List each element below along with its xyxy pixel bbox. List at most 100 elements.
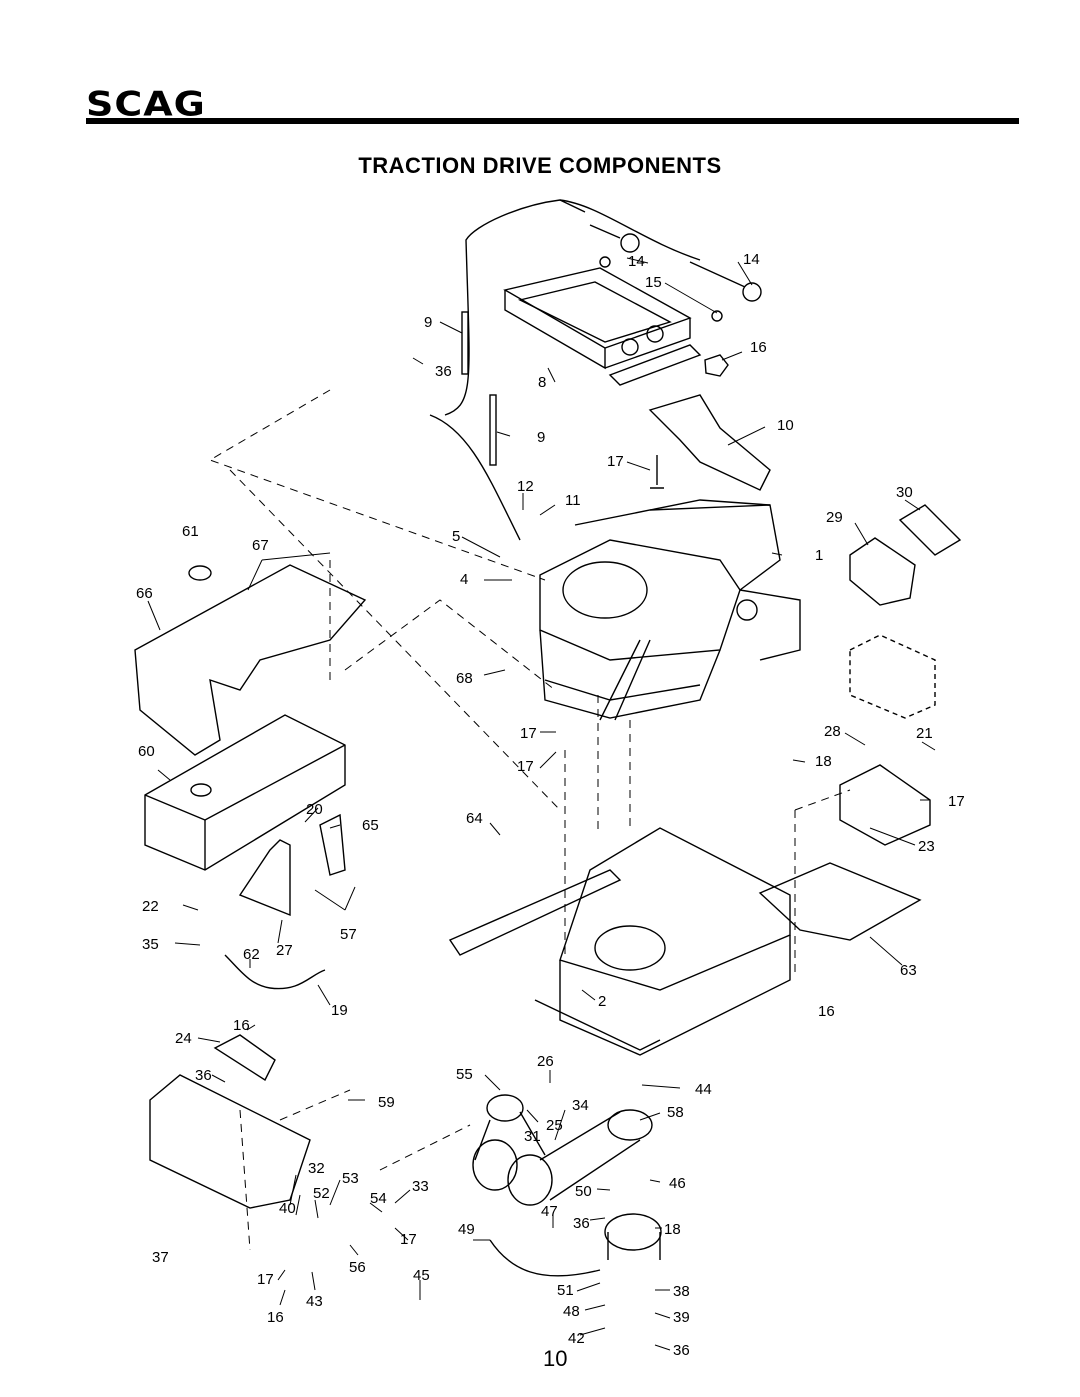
bracket-10 xyxy=(648,394,771,491)
callout-33: 46 xyxy=(669,1175,686,1192)
pulley-44 xyxy=(486,1094,524,1122)
tray-20 xyxy=(839,764,931,846)
callout-21: 21 xyxy=(916,725,933,742)
callout-16c: 16 xyxy=(818,1003,835,1020)
leader-lines xyxy=(147,257,936,1351)
shield-29 xyxy=(849,537,916,606)
belt-upper xyxy=(474,1111,546,1161)
cable-sleeve-9a xyxy=(461,311,469,375)
hydro-pump-part xyxy=(503,267,702,386)
page-title: TRACTION DRIVE COMPONENTS xyxy=(358,153,722,178)
callout-38: 51 xyxy=(557,1282,574,1299)
callout-44: 55 xyxy=(456,1066,473,1083)
callout-66: 66 xyxy=(136,585,153,602)
callout-60: 60 xyxy=(138,743,155,760)
callout-67: 67 xyxy=(252,537,269,554)
page-number: 10 xyxy=(543,1346,568,1371)
control-cable-upper xyxy=(444,199,586,416)
callout-24: 16 xyxy=(233,1017,250,1034)
callout-61: 61 xyxy=(182,523,199,540)
callout-18b: 36 xyxy=(573,1215,590,1232)
callout-36a: 36 xyxy=(435,363,452,380)
plate-19 xyxy=(758,862,922,941)
callout-51: 17 xyxy=(257,1271,274,1288)
callout-25: 59 xyxy=(378,1094,395,1111)
callout-26: 24 xyxy=(175,1030,192,1047)
decal-30 xyxy=(898,504,962,556)
callout-39: 48 xyxy=(563,1303,580,1320)
cable-sleeve-9b xyxy=(489,394,497,466)
callout-27: 62 xyxy=(243,946,260,963)
callout-54: 52 xyxy=(313,1185,330,1202)
callout-46: 53 xyxy=(342,1170,359,1187)
clutch-37 xyxy=(604,1213,662,1251)
belt-58 xyxy=(539,1111,641,1201)
fitting-14a xyxy=(620,233,640,253)
callout-36b: 26 xyxy=(537,1053,554,1070)
clutch-cable-56 xyxy=(489,1239,601,1277)
callout-63: 27 xyxy=(276,942,293,959)
callout-59: 44 xyxy=(695,1081,712,1098)
callout-41: 36 xyxy=(673,1342,690,1359)
callout-30: 30 xyxy=(896,484,913,501)
callout-32: 31 xyxy=(524,1128,541,1145)
callout-29: 29 xyxy=(826,509,843,526)
callout-50: 33 xyxy=(412,1178,429,1195)
callout-52: 40 xyxy=(279,1200,296,1217)
callout-57: 22 xyxy=(142,898,159,915)
callout-18a: 17 xyxy=(517,758,534,775)
callout-17b: 17 xyxy=(520,725,537,742)
callout-64: 65 xyxy=(362,817,379,834)
washer-15b xyxy=(711,310,723,322)
callout-47: 54 xyxy=(370,1190,387,1207)
callout-62: 35 xyxy=(142,936,159,953)
pulley-31 xyxy=(607,1109,653,1141)
callout-42: 39 xyxy=(673,1309,690,1326)
battery-outline xyxy=(849,634,936,719)
callout-8: 8 xyxy=(538,374,546,391)
callout-20: 17 xyxy=(948,793,965,810)
callout-34: 25 xyxy=(546,1117,563,1134)
fuel-tank-part xyxy=(144,714,346,871)
callout-4: 4 xyxy=(460,571,468,588)
callout-31: 58 xyxy=(667,1104,684,1121)
control-cable-lower xyxy=(429,414,521,541)
callout-2: 19 xyxy=(331,1002,348,1019)
callout-40: 50 xyxy=(575,1183,592,1200)
callout-36d: 42 xyxy=(568,1330,585,1347)
callout-53: 32 xyxy=(308,1160,325,1177)
pulley-32b xyxy=(507,1154,553,1206)
pulley-32 xyxy=(472,1139,518,1191)
nut-16-top xyxy=(704,354,729,377)
callout-14a: 14 xyxy=(628,253,645,270)
callout-36c: 47 xyxy=(541,1203,558,1220)
callout-68: 68 xyxy=(456,670,473,687)
callout-15: 15 xyxy=(645,274,662,291)
callout-12: 12 xyxy=(517,478,534,495)
hose-2 xyxy=(224,954,326,990)
callout-56: 49 xyxy=(458,1221,475,1238)
callout-43: 38 xyxy=(673,1283,690,1300)
engine-part xyxy=(539,499,801,721)
callout-labels: 14 14 15 16 9 36 8 9 10 17 12 11 30 29 6… xyxy=(136,251,965,1359)
callout-49: 17 xyxy=(400,1231,417,1248)
fitting-14b xyxy=(742,282,762,302)
callout-55: 36 xyxy=(195,1067,212,1084)
scag-logo: SCAG xyxy=(86,84,206,124)
washer-15a xyxy=(599,256,611,268)
cap-61 xyxy=(188,565,212,581)
callout-17f: 45 xyxy=(413,1267,430,1284)
callout-17e: 37 xyxy=(152,1249,169,1266)
callout-1: 1 xyxy=(815,547,823,564)
chassis-frame xyxy=(448,827,791,1056)
bracket-64 xyxy=(319,813,346,876)
bracket-26 xyxy=(213,1034,276,1082)
callout-14b: 14 xyxy=(743,251,760,268)
callout-11: 11 xyxy=(565,492,581,509)
callout-23: 64 xyxy=(466,810,483,827)
callout-9b: 9 xyxy=(537,429,545,446)
bolt-17a xyxy=(650,455,664,489)
callout-65: 20 xyxy=(306,801,323,818)
alignment-lines xyxy=(208,389,851,1251)
